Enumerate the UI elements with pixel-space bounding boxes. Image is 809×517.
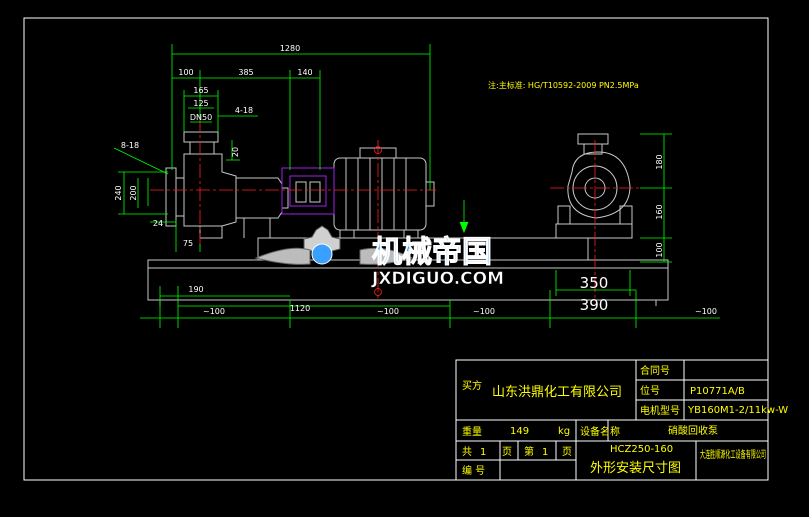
- sheet-unit: 页: [562, 446, 572, 458]
- dim-holes4: 4-18: [235, 106, 253, 115]
- total-label: 共: [462, 446, 472, 458]
- company-line1: 大连胜顺源化工设备有限公司: [700, 448, 766, 461]
- sheet-value: 1: [542, 447, 548, 458]
- position-value: P10771A/B: [690, 386, 745, 397]
- weight-label: 重量: [462, 425, 482, 438]
- weight-value: 149: [510, 426, 529, 437]
- dim-165: 165: [193, 86, 208, 95]
- dim-350: 350: [580, 274, 609, 292]
- buyer-label: 买方: [462, 379, 482, 392]
- dim-approx100-b: ~100: [377, 307, 399, 316]
- dim-140: 140: [297, 68, 312, 77]
- coupling: [295, 181, 321, 203]
- dim-24: 24: [153, 219, 163, 228]
- number-label: 编 号: [462, 464, 485, 477]
- drawing-title: 外形安装尺寸图: [590, 461, 681, 476]
- pump-side-view: [147, 131, 669, 306]
- watermark-cn: 机械帝国: [372, 235, 492, 270]
- dim-overall: 1280: [280, 44, 300, 53]
- dim-240: 240: [114, 185, 123, 200]
- dim-20: 20: [231, 147, 240, 157]
- standard-note: 注:主标准: HG/T10592-2009 PN2.5MPa: [488, 80, 639, 90]
- dimension-texts: 1280 100 385 140 165 125 DN50 4-18 20 8-…: [114, 44, 717, 316]
- dim-holes8: 8-18: [121, 141, 139, 150]
- dim-190: 190: [188, 285, 203, 294]
- total-value: 1: [480, 447, 486, 458]
- watermark-logo: 机械帝国 JXDIGUO.COM: [254, 225, 504, 289]
- position-label: 位号: [640, 384, 660, 397]
- title-block: [455, 359, 769, 481]
- dim-approx100-c: ~100: [473, 307, 495, 316]
- motor-value: YB160M1-2/11kw-W: [687, 405, 788, 416]
- dim-approx100-a: ~100: [203, 307, 225, 316]
- dim-100: 100: [178, 68, 193, 77]
- dimension-texts-large: 350 390: [580, 274, 609, 314]
- equipment-value: 硝酸回收泵: [668, 424, 718, 437]
- total-unit: 页: [502, 446, 512, 458]
- sheet-label: 第: [524, 445, 534, 458]
- dimension-lines: [113, 44, 720, 328]
- motor-label: 电机型号: [640, 404, 680, 417]
- dim-1120: 1120: [290, 304, 310, 313]
- centerlines: [150, 118, 640, 300]
- dim-200: 200: [129, 185, 138, 200]
- dim-125: 125: [193, 99, 208, 108]
- dim-75: 75: [183, 239, 193, 248]
- coupling-guard: [281, 167, 335, 215]
- contract-label: 合同号: [640, 364, 670, 377]
- dim-160: 160: [655, 204, 664, 219]
- dim-390: 390: [580, 296, 609, 314]
- dim-180: 180: [655, 154, 664, 169]
- dim-dn50: DN50: [190, 113, 212, 122]
- dim-approx100-d: ~100: [695, 307, 717, 316]
- dim-385: 385: [238, 68, 253, 77]
- dim-100-right: 100: [655, 242, 664, 257]
- wing-icon: [254, 247, 414, 265]
- drawing-frame: [23, 17, 769, 481]
- equipment-label: 设备名称: [580, 425, 620, 438]
- watermark-en: JXDIGUO.COM: [371, 269, 504, 289]
- buyer-value: 山东洪鼎化工有限公司: [492, 385, 622, 400]
- pump-end-view: [555, 133, 633, 239]
- title-block-text: 买方 山东洪鼎化工有限公司 合同号 位号 P10771A/B 电机型号 YB16…: [462, 364, 788, 477]
- weight-unit: kg: [558, 426, 570, 437]
- model: HCZ250-160: [610, 444, 673, 455]
